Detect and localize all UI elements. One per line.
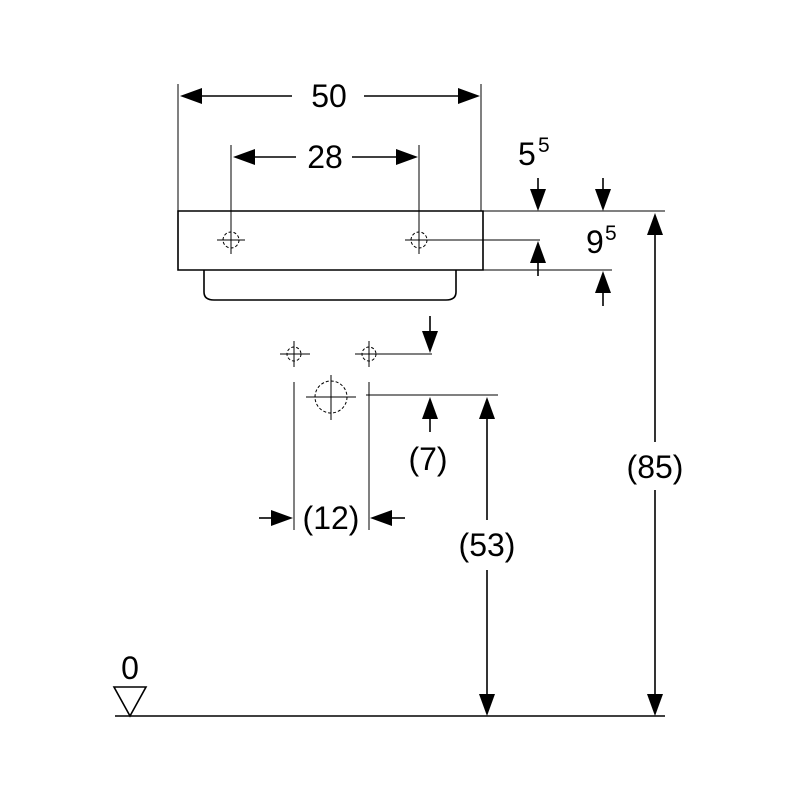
dimension-supply-spacing-12: (12): [259, 382, 405, 536]
label-supply-spacing-12: (12): [303, 500, 360, 536]
supply-offset-arrow: [422, 316, 438, 353]
waste-outlet: [306, 375, 498, 420]
label-rim-height-base: 9: [586, 224, 604, 260]
label-tap-spacing-28: 28: [307, 139, 343, 175]
datum-marker: 0: [112, 650, 148, 718]
label-waste-height-53: (53): [459, 527, 516, 563]
label-height-85: (85): [627, 449, 684, 485]
supply-right: [355, 341, 432, 367]
label-width-50: 50: [311, 78, 347, 114]
label-tap-offset-sup: 5: [538, 134, 550, 157]
label-floor-level: 0: [121, 650, 139, 686]
dimension-rim-height-9-5: 9 5: [483, 222, 617, 306]
dimension-waste-height-53: (53): [459, 397, 516, 716]
basin: [177, 210, 484, 301]
basin-bowl-outline: [203, 270, 457, 301]
dimension-supply-offset-7: (7): [408, 397, 448, 477]
label-supply-offset-7: (7): [408, 441, 447, 477]
supply-left: [280, 341, 310, 367]
dimension-tap-offset-5-5: 5 5: [483, 134, 665, 212]
label-rim-height-sup: 5: [605, 222, 617, 245]
tap-hole-right: [405, 226, 540, 254]
tap-hole-left: [217, 226, 245, 254]
dimension-tap-spacing-28: 28: [230, 139, 420, 226]
label-tap-offset-base: 5: [518, 136, 536, 172]
dimension-width-50: 50: [177, 78, 482, 211]
dimension-height-85: (85): [627, 213, 684, 716]
